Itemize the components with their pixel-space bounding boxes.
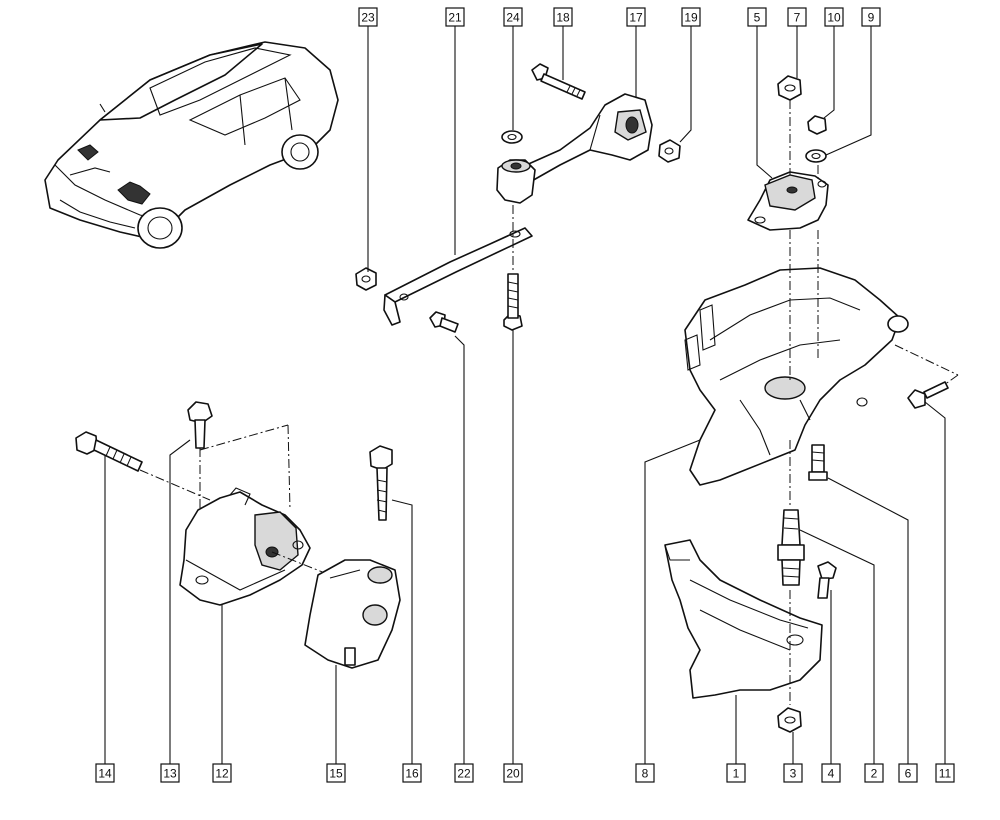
callout-label-9: 9 bbox=[868, 11, 875, 25]
callout-label-17: 17 bbox=[629, 11, 643, 25]
callout-label-23: 23 bbox=[361, 11, 375, 25]
callout-18: 18 bbox=[553, 7, 573, 27]
bracket-21 bbox=[383, 227, 533, 326]
callout-12: 12 bbox=[212, 763, 232, 783]
callout-13: 13 bbox=[160, 763, 180, 783]
support-bracket-8 bbox=[684, 267, 909, 486]
callout-label-6: 6 bbox=[905, 767, 912, 781]
callout-2: 2 bbox=[864, 763, 884, 783]
callout-7: 7 bbox=[787, 7, 807, 27]
callout-20: 20 bbox=[503, 763, 523, 783]
callout-label-2: 2 bbox=[871, 767, 878, 781]
bolt-20 bbox=[503, 273, 523, 331]
bolt-6 bbox=[808, 444, 828, 481]
callout-label-24: 24 bbox=[506, 11, 520, 25]
callout-label-22: 22 bbox=[457, 767, 471, 781]
callout-24: 24 bbox=[503, 7, 523, 27]
nut-23 bbox=[355, 267, 377, 291]
callout-17: 17 bbox=[626, 7, 646, 27]
callout-label-19: 19 bbox=[684, 11, 698, 25]
callout-4: 4 bbox=[821, 763, 841, 783]
callout-label-20: 20 bbox=[506, 767, 520, 781]
callout-label-11: 11 bbox=[939, 767, 952, 781]
callout-label-14: 14 bbox=[98, 767, 112, 781]
callout-10: 10 bbox=[824, 7, 844, 27]
callout-label-1: 1 bbox=[733, 767, 740, 781]
callout-8: 8 bbox=[635, 763, 655, 783]
nut-7 bbox=[777, 75, 802, 101]
callout-9: 9 bbox=[861, 7, 881, 27]
washer-24 bbox=[501, 130, 523, 144]
callout-15: 15 bbox=[326, 763, 346, 783]
bolt-22 bbox=[429, 311, 459, 333]
callout-21: 21 bbox=[445, 7, 465, 27]
bolt-18 bbox=[531, 63, 586, 100]
bolt-16 bbox=[369, 445, 393, 521]
nut-3 bbox=[777, 707, 802, 733]
engine-mount-5 bbox=[747, 171, 829, 231]
nut-10 bbox=[807, 115, 827, 135]
vehicle-illustration bbox=[44, 41, 339, 249]
rubber-bush-24-mount bbox=[496, 159, 536, 204]
bolt-13 bbox=[187, 401, 213, 449]
callout-label-4: 4 bbox=[828, 767, 835, 781]
callout-16: 16 bbox=[402, 763, 422, 783]
bolt-11 bbox=[907, 381, 949, 409]
callout-14: 14 bbox=[95, 763, 115, 783]
callout-label-16: 16 bbox=[405, 767, 419, 781]
cover-15 bbox=[304, 559, 401, 669]
callout-1: 1 bbox=[726, 763, 746, 783]
callout-label-12: 12 bbox=[215, 767, 229, 781]
bolt-4 bbox=[817, 561, 837, 599]
callout-label-3: 3 bbox=[790, 767, 797, 781]
callout-label-15: 15 bbox=[329, 767, 343, 781]
bolt-14 bbox=[75, 431, 143, 472]
torque-rod-17 bbox=[514, 93, 653, 183]
callout-label-21: 21 bbox=[448, 11, 462, 25]
callout-3: 3 bbox=[783, 763, 803, 783]
support-bracket-1 bbox=[664, 539, 823, 699]
callout-label-8: 8 bbox=[642, 767, 649, 781]
callout-11: 11 bbox=[935, 763, 955, 783]
callout-label-7: 7 bbox=[794, 11, 801, 25]
callout-23: 23 bbox=[358, 7, 378, 27]
callout-5: 5 bbox=[747, 7, 767, 27]
callout-label-10: 10 bbox=[827, 11, 841, 25]
stud-2 bbox=[777, 509, 805, 586]
washer-9 bbox=[805, 149, 827, 163]
callout-22: 22 bbox=[454, 763, 474, 783]
callout-label-13: 13 bbox=[163, 767, 177, 781]
callout-label-18: 18 bbox=[556, 11, 570, 25]
callout-19: 19 bbox=[681, 7, 701, 27]
leader-lines bbox=[104, 26, 946, 764]
callout-6: 6 bbox=[898, 763, 918, 783]
callout-label-5: 5 bbox=[754, 11, 761, 25]
nut-19 bbox=[658, 139, 681, 163]
engine-mount-12 bbox=[179, 487, 311, 606]
